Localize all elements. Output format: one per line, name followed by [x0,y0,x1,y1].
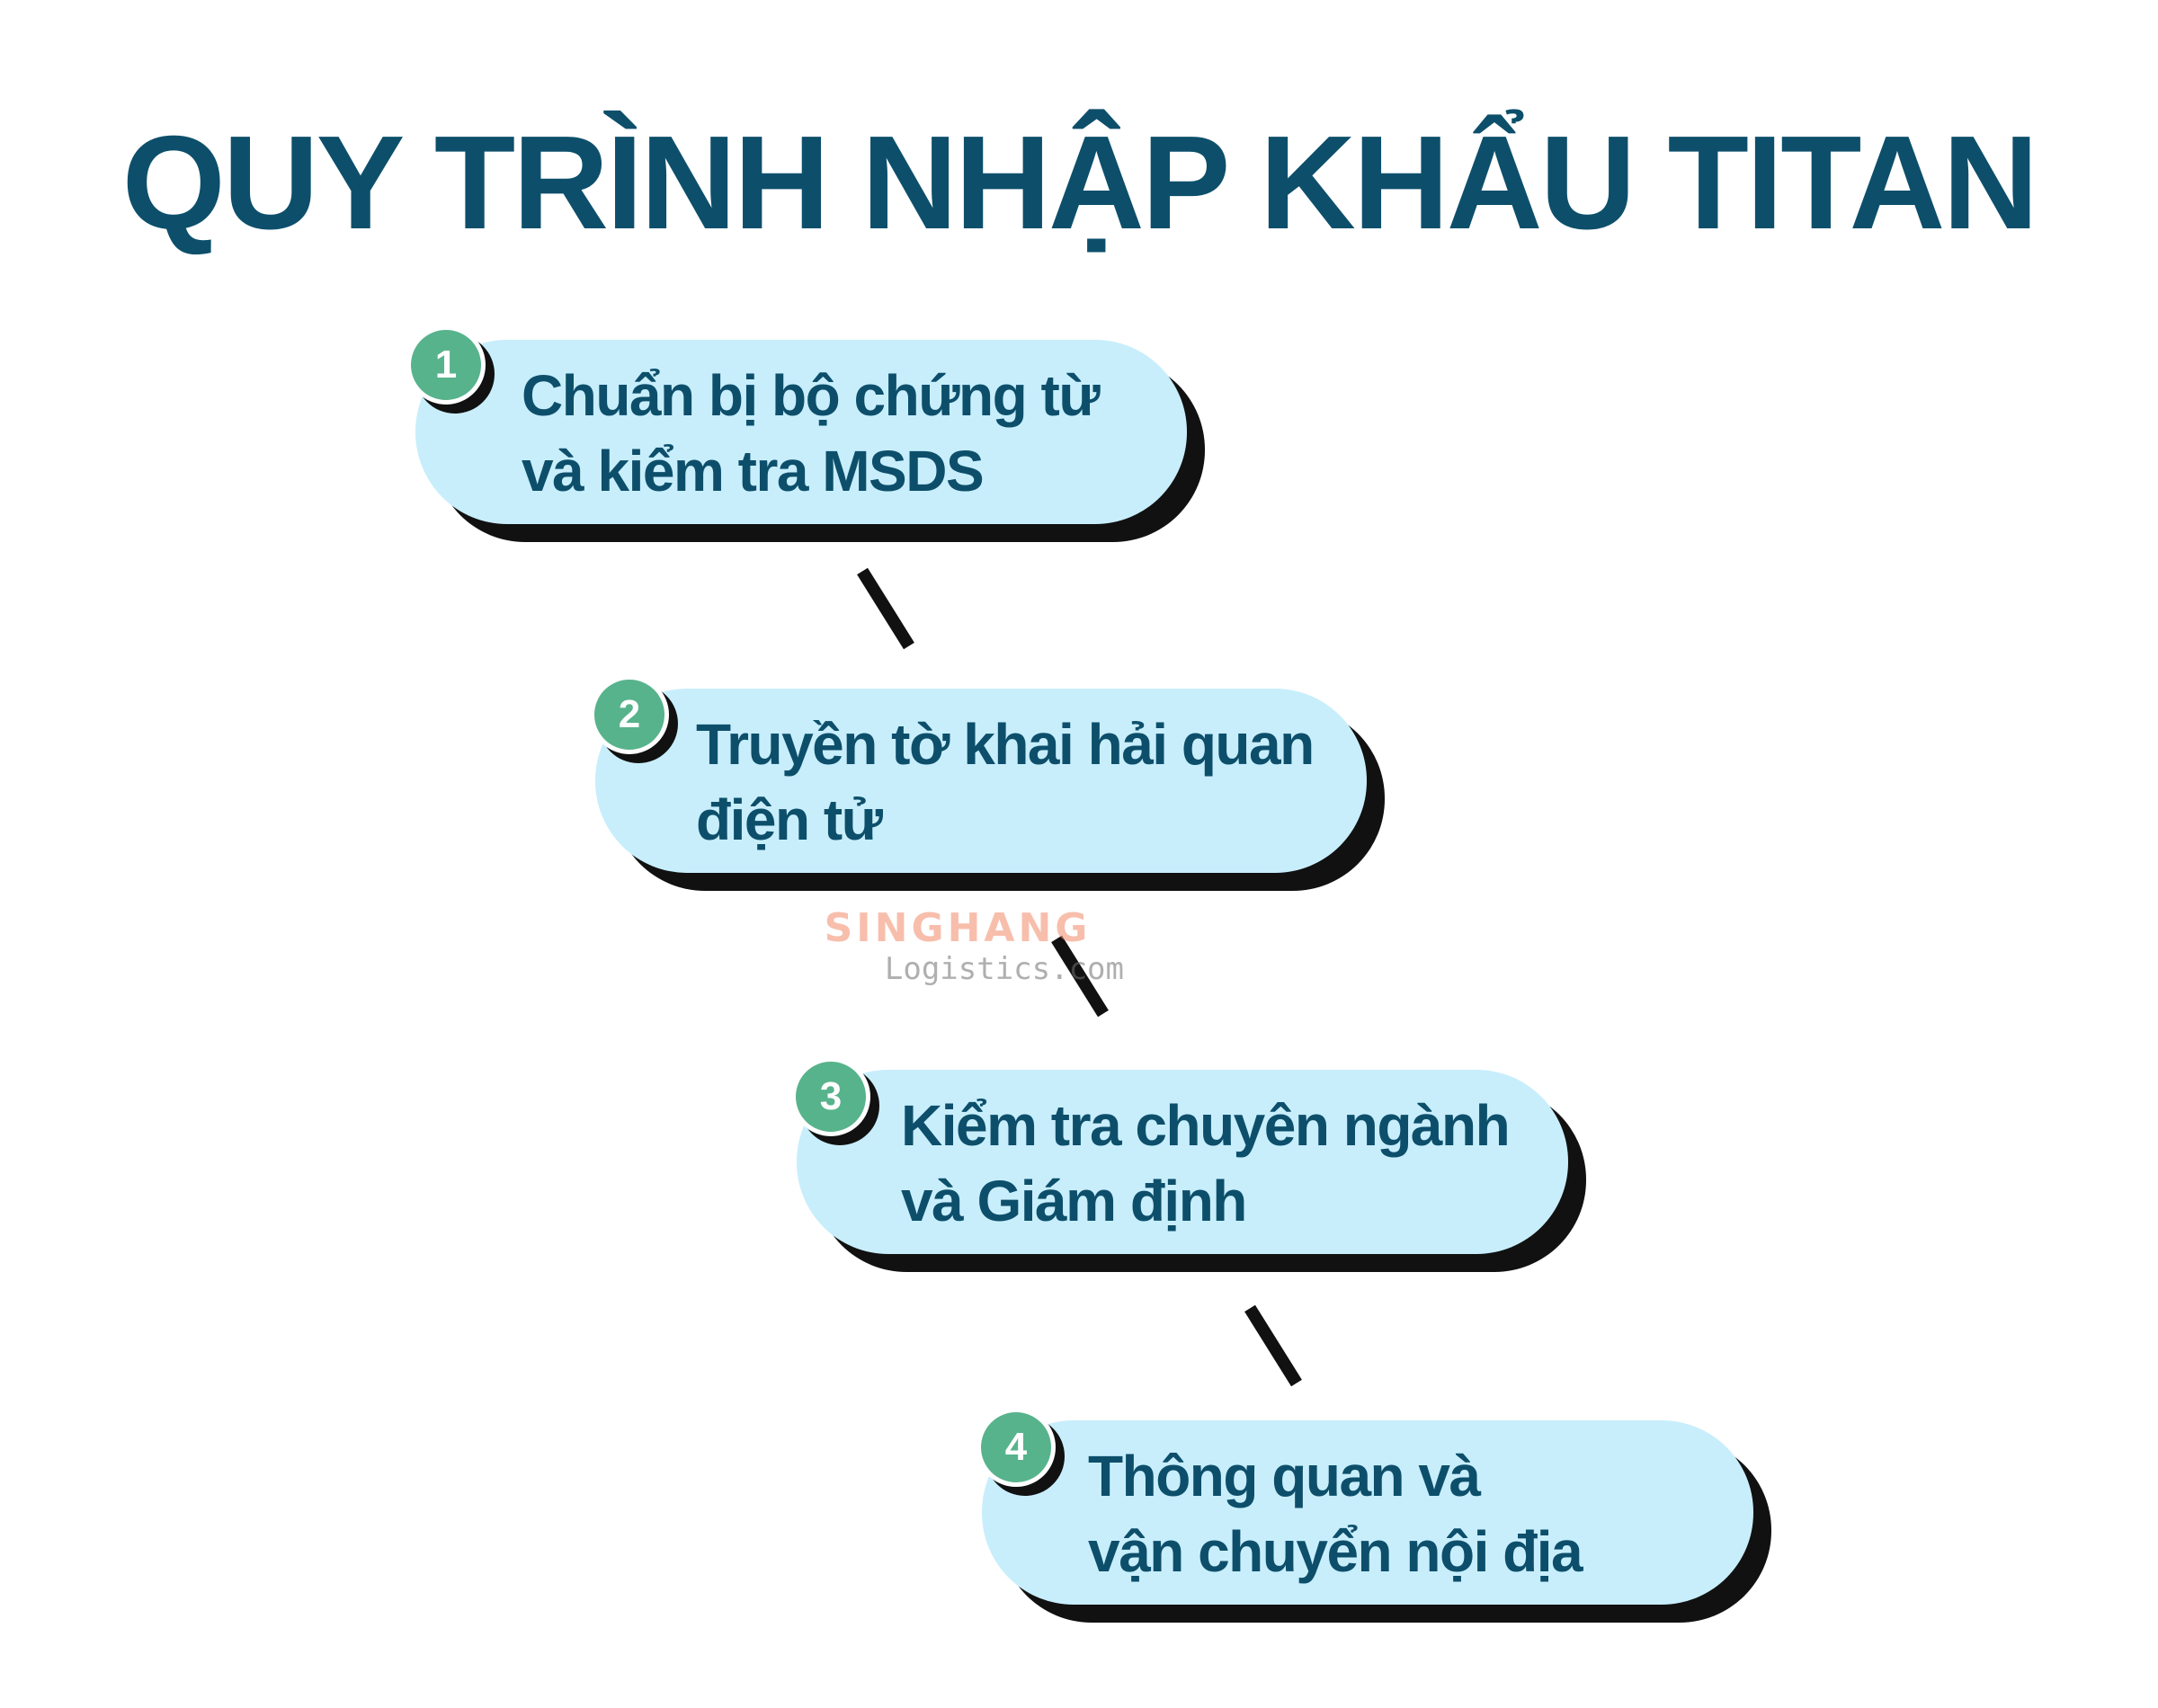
step-1-line-1: Chuẩn bị bộ chứng từ [522,363,1101,428]
step-2-badge: 2 [590,675,669,754]
step-4-badge: 4 [976,1408,1056,1487]
step-3-badge: 3 [791,1057,870,1136]
step-1-text: Chuẩn bị bộ chứng từ và kiểm tra MSDS [522,358,1169,509]
watermark-brand: SINGHANG [824,905,1092,951]
watermark-sub: Logistics.com [884,951,1124,987]
step-4-box: Thông quan và vận chuyển nội địa [982,1420,1753,1605]
step-4-text: Thông quan và vận chuyển nội địa [1088,1438,1735,1589]
step-2-line-1: Truyền tờ khai hải quan [696,712,1315,777]
step-3-text: Kiểm tra chuyên ngành và Giám định [901,1088,1548,1239]
step-2-text: Truyền tờ khai hải quan điện tử [696,707,1343,858]
step-2-box: Truyền tờ khai hải quan điện tử [595,689,1367,873]
step-2: Truyền tờ khai hải quan điện tử [595,689,1385,891]
step-1-line-2: và kiểm tra MSDS [522,439,985,503]
watermark-logo: SINGHANG Logistics.com [782,905,1133,988]
connector-1-2 [857,567,914,650]
step-4-line-2: vận chuyển nội địa [1088,1519,1583,1584]
page-title: QUY TRÌNH NHẬP KHẨU TITAN [121,109,2039,257]
step-3-box: Kiểm tra chuyên ngành và Giám định [797,1070,1568,1254]
step-4-line-1: Thông quan và [1088,1444,1481,1508]
step-1-box: Chuẩn bị bộ chứng từ và kiểm tra MSDS [415,340,1187,524]
step-1-badge: 1 [406,325,486,405]
step-4: Thông quan và vận chuyển nội địa [982,1420,1771,1623]
step-3-line-2: và Giám định [901,1169,1247,1233]
step-1: Chuẩn bị bộ chứng từ và kiểm tra MSDS [415,340,1205,542]
step-2-line-2: điện tử [696,787,883,852]
step-3-line-1: Kiểm tra chuyên ngành [901,1093,1511,1158]
step-3: Kiểm tra chuyên ngành và Giám định [797,1070,1586,1272]
connector-3-4 [1244,1304,1302,1387]
